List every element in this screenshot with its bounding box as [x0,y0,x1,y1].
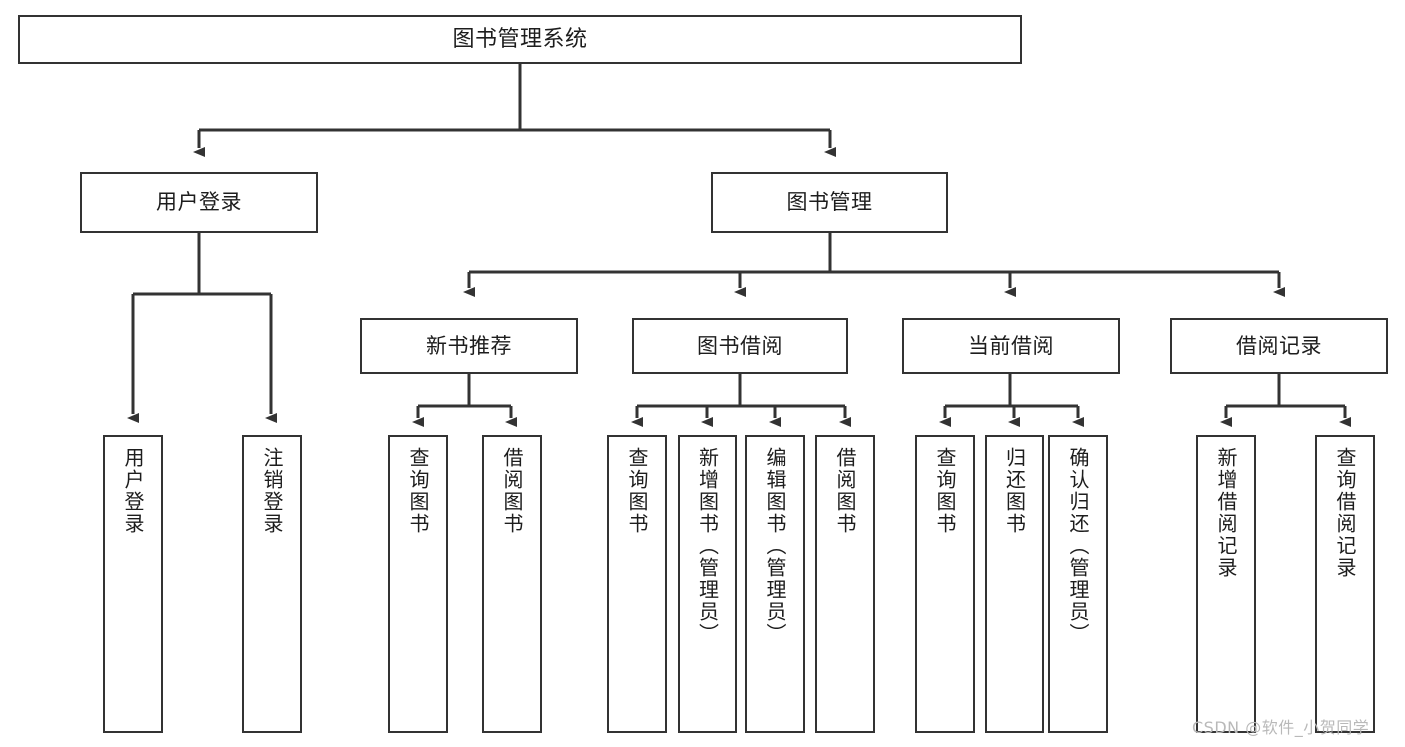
node-leaf-query-book-1[interactable]: 查询图书 [388,435,448,733]
node-book-borrow[interactable]: 图书借阅 [632,318,848,374]
node-label-user-login: 用户登录 [156,190,242,215]
node-label-new-book-recommend: 新书推荐 [426,333,512,358]
node-label-leaf-query-book-2: 查询图书 [625,447,649,535]
node-label-leaf-confirm-return: 确认归还（管理员） [1066,447,1090,645]
node-label-book-borrow: 图书借阅 [697,333,783,358]
node-label-leaf-query-record: 查询借阅记录 [1333,447,1357,579]
node-leaf-user-login[interactable]: 用户登录 [103,435,163,733]
node-leaf-add-book[interactable]: 新增图书（管理员） [678,435,737,733]
node-user-login[interactable]: 用户登录 [80,172,318,233]
node-leaf-return-book[interactable]: 归还图书 [985,435,1044,733]
node-borrow-record[interactable]: 借阅记录 [1170,318,1388,374]
node-label-leaf-borrow-book-2: 借阅图书 [833,447,857,535]
node-label-leaf-borrow-book-1: 借阅图书 [500,447,524,535]
node-leaf-borrow-book-1[interactable]: 借阅图书 [482,435,542,733]
node-leaf-confirm-return[interactable]: 确认归还（管理员） [1048,435,1108,733]
node-leaf-add-record[interactable]: 新增借阅记录 [1196,435,1256,733]
node-label-borrow-record: 借阅记录 [1236,333,1322,358]
node-label-leaf-query-book-3: 查询图书 [933,447,957,535]
node-label-leaf-user-login: 用户登录 [121,447,145,535]
node-label-leaf-query-book-1: 查询图书 [406,447,430,535]
node-leaf-user-logout[interactable]: 注销登录 [242,435,302,733]
node-leaf-query-book-3[interactable]: 查询图书 [915,435,975,733]
node-label-leaf-add-record: 新增借阅记录 [1214,447,1238,579]
node-leaf-borrow-book-2[interactable]: 借阅图书 [815,435,875,733]
node-label-leaf-add-book: 新增图书（管理员） [695,447,720,645]
node-leaf-query-book-2[interactable]: 查询图书 [607,435,667,733]
node-current-borrow[interactable]: 当前借阅 [902,318,1120,374]
node-label-leaf-edit-book: 编辑图书（管理员） [763,447,787,645]
node-new-book-recommend[interactable]: 新书推荐 [360,318,578,374]
node-label-leaf-return-book: 归还图书 [1002,447,1027,535]
node-leaf-query-record[interactable]: 查询借阅记录 [1315,435,1375,733]
node-label-current-borrow: 当前借阅 [968,333,1054,358]
node-leaf-edit-book[interactable]: 编辑图书（管理员） [745,435,805,733]
node-label-root: 图书管理系统 [452,26,588,52]
node-label-book-management: 图书管理 [786,190,873,215]
node-label-leaf-user-logout: 注销登录 [260,447,284,535]
node-root-system[interactable]: 图书管理系统 [18,15,1022,64]
node-book-management[interactable]: 图书管理 [711,172,948,233]
